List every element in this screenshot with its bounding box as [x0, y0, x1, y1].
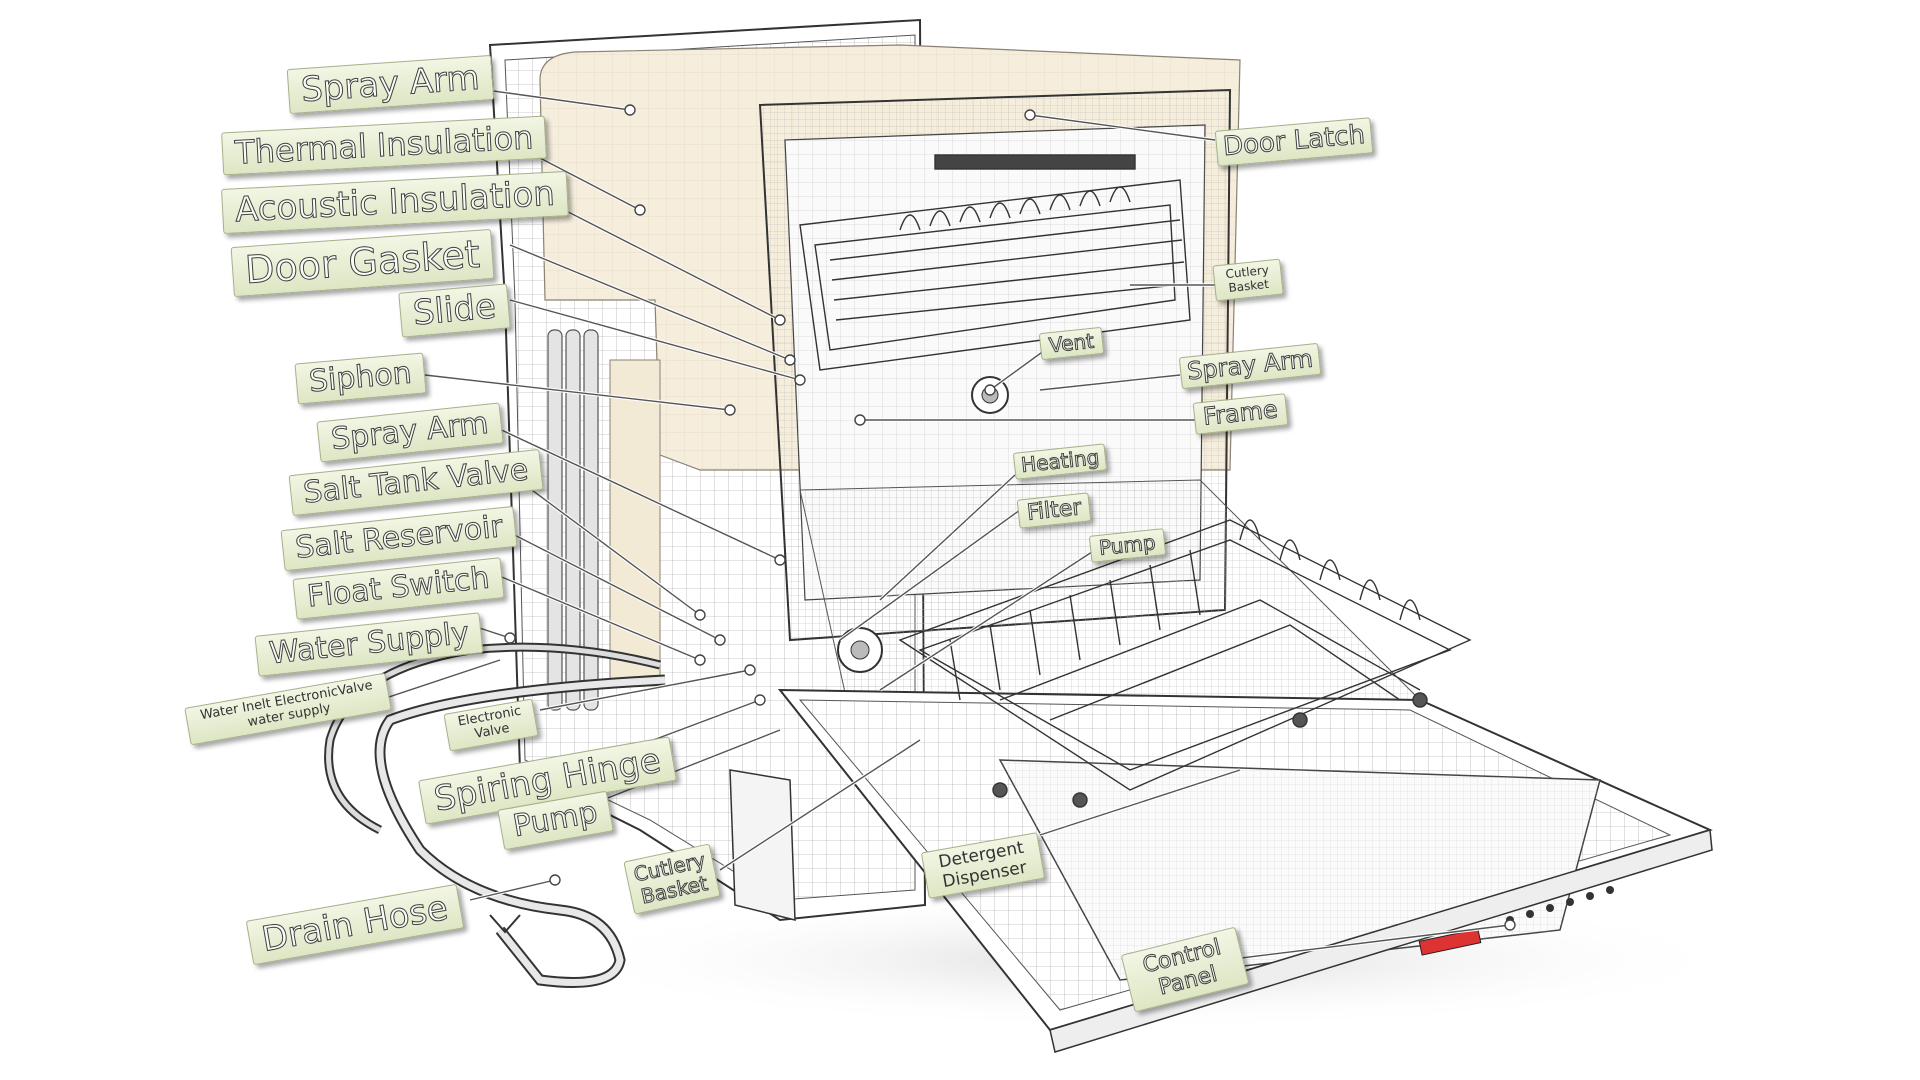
label-slide: Slide [398, 283, 511, 338]
open-door [729, 688, 1713, 1053]
upper-rack [799, 154, 1191, 371]
lower-rack [898, 519, 1472, 808]
leader-lines [379, 86, 1516, 962]
label-cutlery-basket-right: Cutlery Basket [1212, 258, 1284, 302]
supply-and-drain-hoses [324, 642, 666, 988]
tub-interior [758, 88, 1422, 761]
